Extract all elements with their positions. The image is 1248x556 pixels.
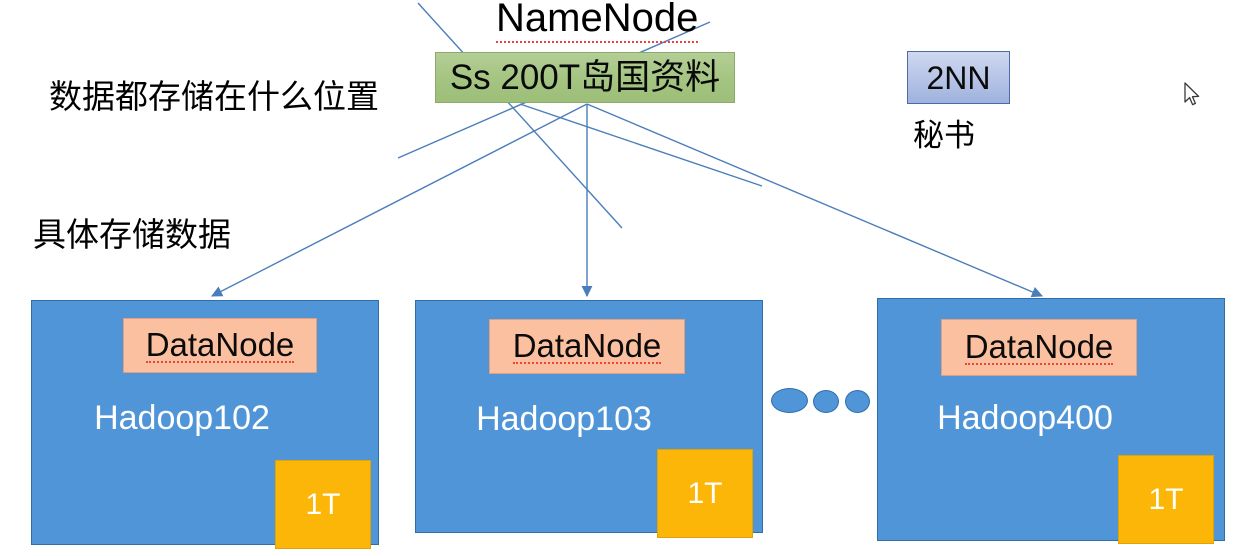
ellipsis-dot-3 xyxy=(845,390,870,413)
datanode-label: DataNode xyxy=(964,328,1114,365)
host-box-hadoop102[interactable]: DataNode Hadoop102 1T xyxy=(31,300,379,549)
host-box-hadoop400[interactable]: DataNode Hadoop400 1T xyxy=(877,298,1225,544)
namenode-title-text: NameNode xyxy=(496,0,699,43)
disk-capacity-label: 1T xyxy=(1148,482,1184,516)
concrete-storage-label: 具体存储数据 xyxy=(33,216,231,253)
disk-capacity-box[interactable]: 1T xyxy=(657,449,753,538)
datanode-label: DataNode xyxy=(145,326,295,363)
hostname-label: Hadoop102 xyxy=(94,399,270,437)
secondary-namenode-role-label: 秘书 xyxy=(913,118,975,153)
ellipsis-dot-1 xyxy=(771,388,808,413)
connector-namenode-to-hadoop102 xyxy=(211,103,588,297)
connector-cross-lower xyxy=(519,103,763,187)
namenode-capacity-box[interactable]: Ss 200T岛国资料 xyxy=(435,52,735,103)
disk-capacity-label: 1T xyxy=(305,487,341,521)
datanode-box[interactable]: DataNode xyxy=(941,319,1137,376)
namenode-capacity-text: Ss 200T岛国资料 xyxy=(449,58,721,97)
datanode-label: DataNode xyxy=(512,327,662,364)
disk-capacity-box[interactable]: 1T xyxy=(1118,455,1214,544)
ellipsis-dot-2 xyxy=(813,390,839,413)
namenode-title: NameNode xyxy=(496,0,699,43)
secondary-namenode-text: 2NN xyxy=(926,59,991,96)
host-box-hadoop103[interactable]: DataNode Hadoop103 1T xyxy=(415,300,763,538)
hostname-label: Hadoop400 xyxy=(937,399,1113,437)
secondary-namenode-box[interactable]: 2NN xyxy=(907,51,1010,104)
hostname-label: Hadoop103 xyxy=(476,400,652,438)
storage-location-question: 数据都存储在什么位置 xyxy=(49,78,379,115)
mouse-pointer-icon xyxy=(1184,82,1200,106)
datanode-box[interactable]: DataNode xyxy=(489,319,685,374)
disk-capacity-label: 1T xyxy=(687,476,723,510)
datanode-box[interactable]: DataNode xyxy=(123,318,317,373)
disk-capacity-box[interactable]: 1T xyxy=(275,460,371,549)
